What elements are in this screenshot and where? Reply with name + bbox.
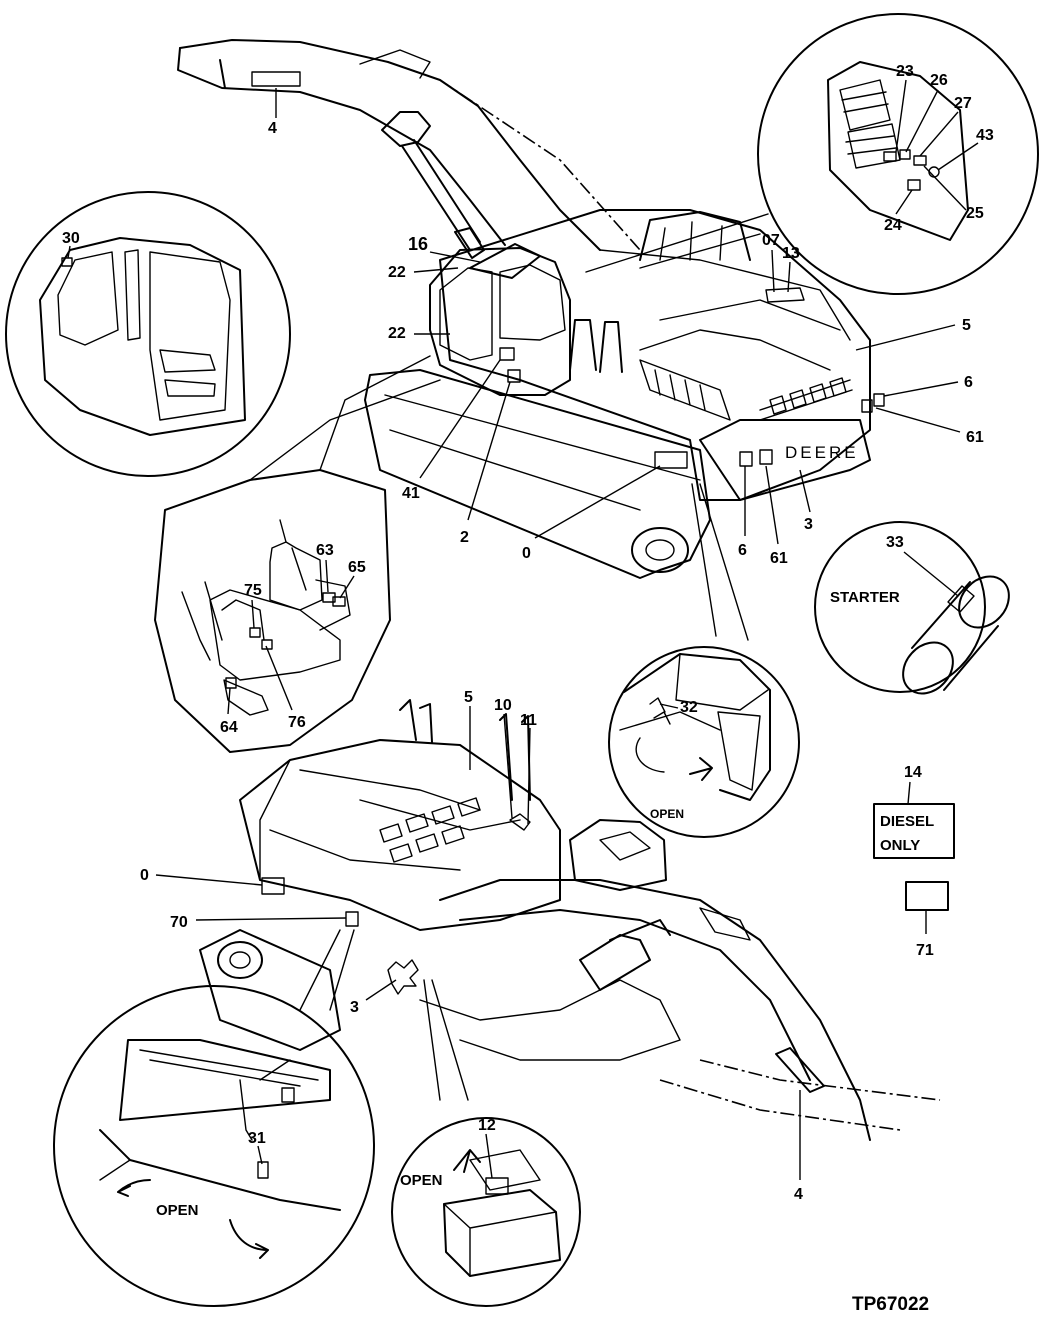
starter-detail-circle: STARTER 33	[814, 521, 1010, 695]
leader-25	[923, 165, 967, 211]
callout-4-top: 4	[268, 120, 277, 137]
callout-30: 30	[62, 230, 80, 247]
callout-61-right: 61	[966, 429, 984, 446]
decal-legend: 14 DIESEL ONLY 71	[873, 764, 955, 959]
leader-11	[527, 727, 531, 825]
callout-22-upper: 22	[388, 264, 406, 281]
top-view-callouts: 4 16 22 22 41 2 0 5 6 61 6 61 3 07 13	[268, 88, 984, 567]
leader-16	[429, 251, 481, 263]
leader-22-upper	[413, 267, 459, 273]
callout-64: 64	[220, 719, 238, 736]
leader-6-right	[883, 381, 959, 397]
leader-14	[907, 781, 911, 805]
leader-43	[937, 142, 979, 171]
leader-0-bottom	[155, 874, 263, 886]
excavator-top-view: DEERE	[177, 39, 885, 579]
leader-2	[467, 381, 511, 521]
left-door-detail-circle: OPEN 31	[53, 985, 375, 1307]
callout-5-bottom: 5	[464, 689, 473, 706]
leader-0-top	[534, 465, 661, 539]
diesel-only-decal	[873, 803, 955, 859]
leader-3-top	[799, 469, 811, 513]
rear-panel-detail-circle: 23 26 27 43 25 24	[585, 13, 1039, 295]
callout-10: 10	[494, 697, 512, 714]
callout-6-right: 6	[964, 374, 973, 391]
leader-3-bottom	[365, 979, 397, 1001]
callout-63: 63	[316, 542, 334, 559]
leader-30	[67, 245, 71, 259]
callout-43: 43	[976, 127, 994, 144]
callout-27: 27	[954, 95, 972, 112]
door-detail-circle: OPEN 32	[608, 483, 800, 838]
callout-6-bottom: 6	[738, 542, 747, 559]
leader-10	[503, 713, 513, 819]
leader-12	[485, 1133, 493, 1179]
diesel-decal-line2: ONLY	[880, 837, 920, 854]
callout-25: 25	[966, 205, 984, 222]
callout-31: 31	[248, 1130, 266, 1147]
leader-31	[257, 1145, 263, 1165]
callout-14: 14	[904, 764, 922, 781]
leader-70	[195, 917, 347, 921]
callout-61-bottom: 61	[770, 550, 788, 567]
diesel-decal-line1: DIESEL	[880, 813, 934, 830]
callout-3-bottom: 3	[350, 999, 359, 1016]
leader-23	[895, 79, 907, 153]
battery-open-caption: OPEN	[400, 1172, 443, 1189]
starter-caption: STARTER	[830, 589, 900, 606]
callout-0-bottom: 0	[140, 867, 149, 884]
leader-32	[659, 703, 679, 709]
callout-2: 2	[460, 529, 469, 546]
left-door-open-caption: OPEN	[156, 1202, 199, 1219]
decal-71	[905, 881, 949, 911]
callout-11: 11	[520, 712, 537, 729]
callout-0-top: 0	[522, 545, 531, 562]
leader-26	[905, 89, 939, 153]
window-detail-circle: 30	[5, 191, 291, 477]
leader-33	[903, 551, 959, 597]
callout-07: 07	[762, 232, 780, 249]
leader-07	[771, 249, 775, 293]
callout-23: 23	[896, 63, 914, 80]
excavator-bottom-view	[199, 699, 941, 1141]
leader-61-right	[875, 407, 961, 433]
callout-41: 41	[402, 485, 420, 502]
callout-3-top: 3	[804, 516, 813, 533]
callout-70: 70	[170, 914, 188, 931]
callout-4-bottom: 4	[794, 1186, 803, 1203]
figure-id: TP67022	[852, 1294, 929, 1315]
callout-24: 24	[884, 217, 902, 234]
leader-65	[339, 575, 355, 599]
callout-76: 76	[288, 714, 306, 731]
callout-65: 65	[348, 559, 366, 576]
leader-24	[895, 189, 913, 215]
bottom-view-callouts: 5 10 11 0 70 3 4	[140, 689, 803, 1203]
leader-75	[251, 599, 255, 629]
callout-16: 16	[408, 234, 428, 254]
leader-13	[787, 261, 791, 293]
battery-detail-circle: OPEN 12	[391, 1117, 581, 1307]
controls-detail-circle: 63 65 75 76 64	[154, 355, 441, 753]
callout-26: 26	[930, 72, 948, 89]
callout-5-top: 5	[962, 317, 971, 334]
leader-61-bottom	[765, 465, 779, 545]
callout-33: 33	[886, 534, 904, 551]
callout-13: 13	[782, 245, 800, 262]
deere-brand-text: DEERE	[785, 443, 859, 462]
leader-64	[227, 687, 231, 715]
leader-27	[919, 111, 959, 157]
callout-71: 71	[916, 942, 934, 959]
leader-5-top	[855, 324, 956, 351]
callout-75: 75	[244, 582, 262, 599]
callout-22-lower: 22	[388, 325, 406, 342]
leader-76	[265, 645, 293, 711]
leader-41	[419, 359, 501, 479]
callout-32: 32	[680, 699, 698, 716]
door-open-caption: OPEN	[650, 807, 684, 821]
leader-63	[325, 559, 329, 593]
callout-12: 12	[478, 1117, 496, 1134]
